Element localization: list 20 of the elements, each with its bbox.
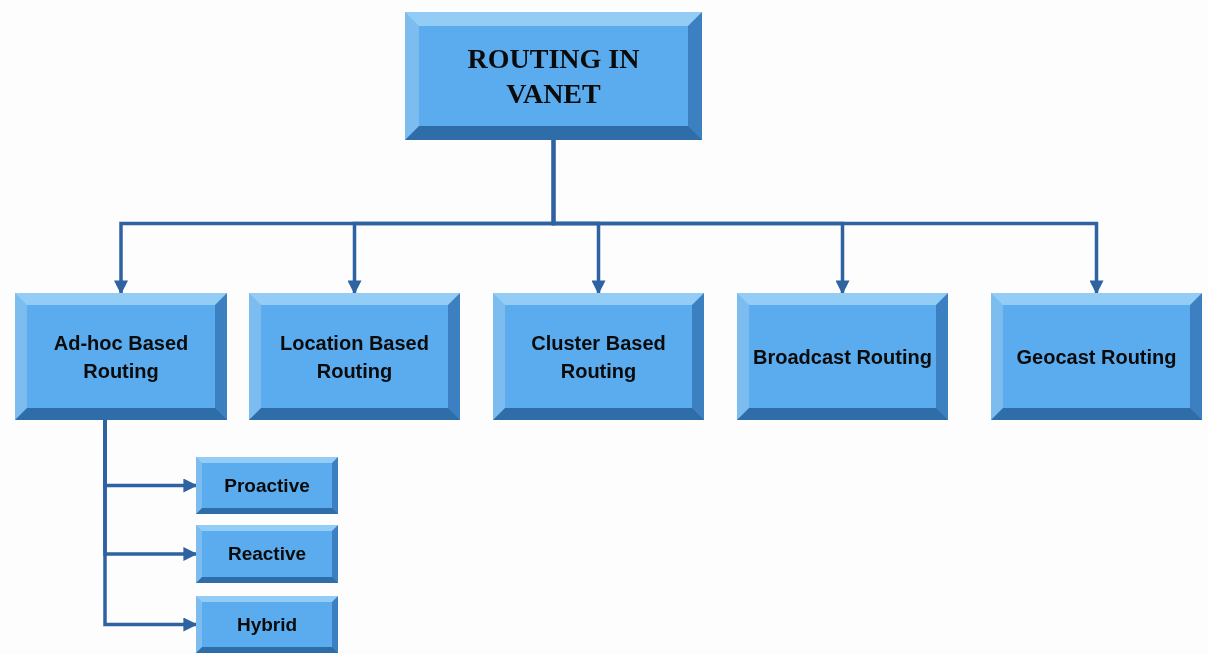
node-label: Location Based Routing xyxy=(279,330,430,384)
arrow xyxy=(103,420,198,632)
arrow xyxy=(551,140,1104,295)
node-label: Geocast Routing xyxy=(1016,344,1177,370)
node-label: Proactive xyxy=(224,474,310,497)
subcategory-box xyxy=(196,525,338,583)
title-box xyxy=(405,12,702,140)
node-label: Ad-hoc Based Routing xyxy=(52,330,190,384)
category-box xyxy=(493,293,704,420)
node-label: Cluster Based Routing xyxy=(530,330,667,384)
category-box xyxy=(991,293,1202,420)
category-box xyxy=(249,293,460,420)
subcategory-box xyxy=(196,457,338,514)
category-box xyxy=(737,293,948,420)
node-label: Hybrid xyxy=(236,613,298,636)
node-label: Reactive xyxy=(227,543,307,565)
subcategory-box xyxy=(196,596,338,653)
node-label: ROUTING IN VANET xyxy=(466,42,641,111)
category-box xyxy=(15,293,227,420)
node-label: Broadcast Routing xyxy=(753,344,932,370)
